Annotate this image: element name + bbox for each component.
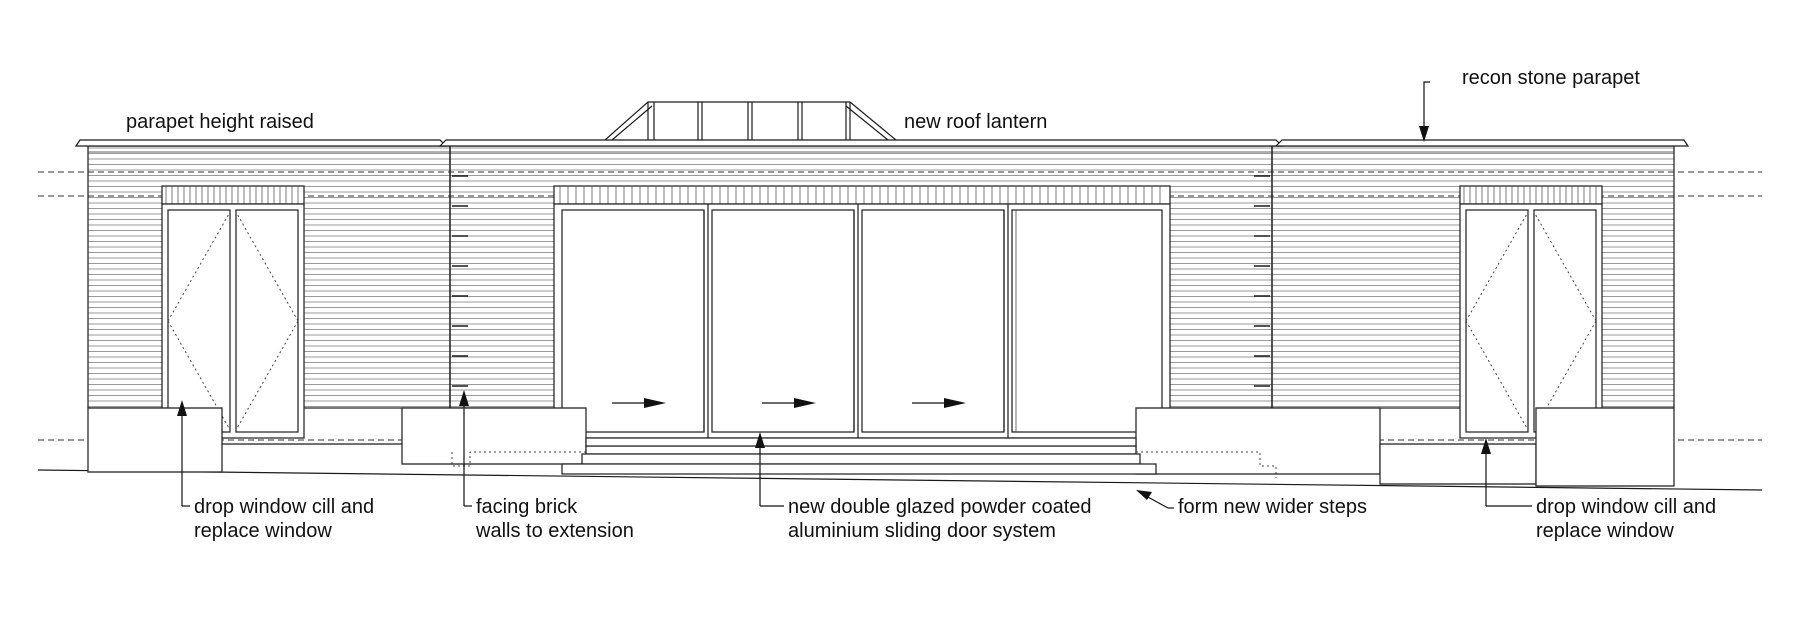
annotation-leaders — [177, 81, 1491, 509]
sliding-door — [553, 203, 1171, 439]
label-brick-line1: facing brick — [476, 496, 578, 518]
window-right — [1459, 203, 1603, 439]
sliding-arrows — [612, 398, 966, 408]
label-window-right-line2: replace window — [1536, 520, 1674, 542]
ground-line — [37, 469, 1763, 491]
annotation-labels: parapet height raised new roof lantern r… — [126, 67, 1716, 542]
plinths-and-steps — [87, 407, 1675, 487]
soldier-courses — [161, 185, 1603, 205]
coping-right — [1274, 139, 1690, 147]
roof-lantern — [604, 101, 897, 141]
coping-left — [74, 139, 448, 147]
label-brick-line2: walls to extension — [475, 520, 634, 542]
label-steps: form new wider steps — [1178, 496, 1367, 518]
label-window-right-line1: drop window cill and — [1536, 496, 1716, 518]
label-door-line2: aluminium sliding door system — [788, 520, 1056, 542]
label-window-left-line2: replace window — [194, 520, 332, 542]
label-window-left-line1: drop window cill and — [194, 496, 374, 518]
window-left — [161, 203, 305, 439]
wall-joint-marks — [449, 146, 1273, 408]
parapet-copings — [74, 139, 1690, 153]
label-roof-lantern: new roof lantern — [904, 111, 1047, 133]
label-stone-parapet: recon stone parapet — [1462, 67, 1640, 89]
label-door-line1: new double glazed powder coated — [788, 496, 1092, 518]
coping-centre — [438, 139, 1284, 147]
label-parapet-raised: parapet height raised — [126, 111, 314, 133]
